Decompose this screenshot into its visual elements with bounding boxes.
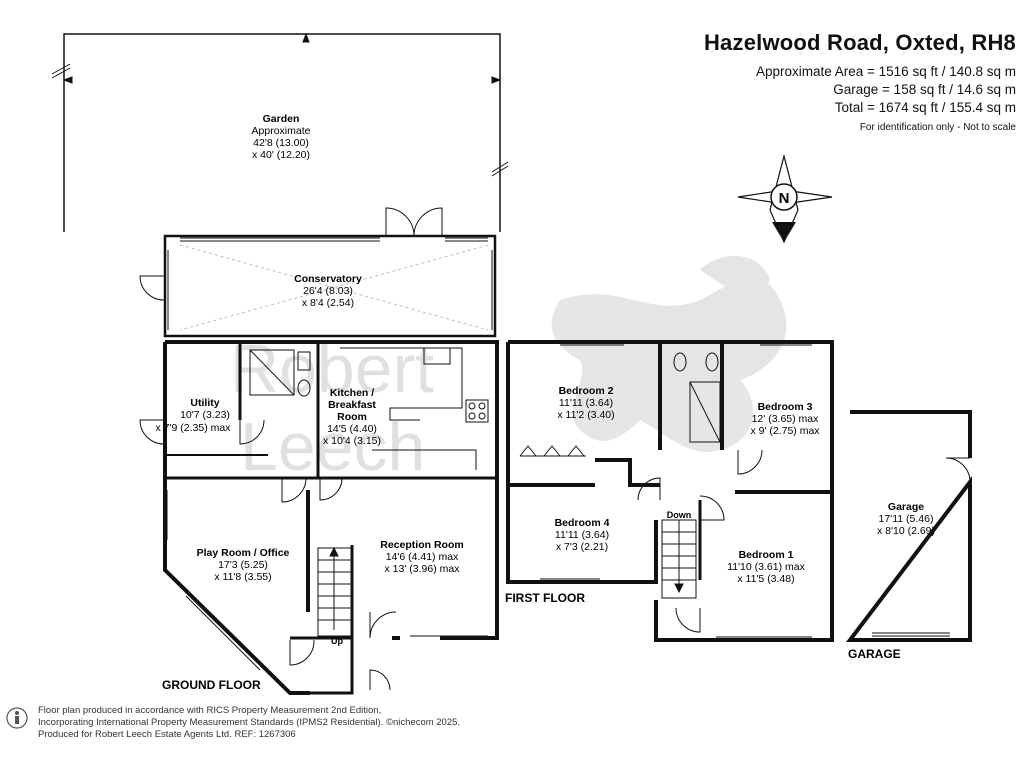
first-floor-fixtures <box>519 344 812 638</box>
approximate-area: Approximate Area = 1516 sq ft / 140.8 sq… <box>755 64 1016 79</box>
bedroom3-dim1: 12' (3.65) max <box>752 413 820 425</box>
stairs-down-label: Down <box>667 510 692 520</box>
first-floor-stairs <box>661 519 697 599</box>
bedroom1-dim2: x 11'5 (3.48) <box>737 573 794 585</box>
first-floor-walls <box>506 340 834 642</box>
ground-floor-fixtures <box>139 347 489 691</box>
ground-floor-walls <box>163 340 499 695</box>
bedroom4-name: Bedroom 4 <box>555 517 610 529</box>
kitchen-name-line2: Breakfast <box>328 399 376 411</box>
conservatory-outline <box>139 234 497 338</box>
garage-floor-label: GARAGE <box>848 647 901 661</box>
bedroom1-name: Bedroom 1 <box>739 549 794 561</box>
bedroom3-dim2: x 9' (2.75) max <box>750 425 820 437</box>
kitchen-name-line3: Room <box>337 411 367 423</box>
conservatory-dim2: x 8'4 (2.54) <box>302 297 354 309</box>
bedroom4-dim2: x 7'3 (2.21) <box>556 541 608 553</box>
garden-outline <box>63 33 501 232</box>
leaf-logo-icon <box>551 256 787 453</box>
garage-area: Garage = 158 sq ft / 14.6 sq m <box>833 82 1016 97</box>
plan-title: Hazelwood Road, Oxted, RH8 <box>703 30 1016 55</box>
identification-note: For identification only - Not to scale <box>859 122 1016 133</box>
garage-dim1: 17'11 (5.46) <box>879 513 934 525</box>
utility-name: Utility <box>190 397 219 409</box>
garden-markers <box>51 32 509 177</box>
bedroom3-name: Bedroom 3 <box>758 401 813 413</box>
total-area: Total = 1674 sq ft / 155.4 sq m <box>834 100 1016 115</box>
garden-dim2: x 40' (12.20) <box>252 149 310 161</box>
stairs-up-label: Up <box>331 636 343 646</box>
playroom-name: Play Room / Office <box>197 547 290 559</box>
ground-floor-label: GROUND FLOOR <box>162 678 261 692</box>
kitchen-name-line1: Kitchen / <box>330 387 374 399</box>
garage-name: Garage <box>888 501 924 513</box>
north-compass-icon: N <box>737 153 833 244</box>
garden-dim1: 42'8 (13.00) <box>253 137 309 149</box>
watermark: Robert Leech <box>230 256 787 485</box>
bedroom2-name: Bedroom 2 <box>559 385 614 397</box>
utility-dim1: 10'7 (3.23) <box>180 409 230 421</box>
utility-dim2: x 7'9 (2.35) max <box>156 422 232 434</box>
reception-name: Reception Room <box>380 539 463 551</box>
garage-dim2: x 8'10 (2.69) <box>877 525 935 537</box>
bedroom2-dim1: 11'11 (3.64) <box>559 397 613 409</box>
garage-fixtures <box>872 457 971 637</box>
garage-walls <box>845 410 972 642</box>
bedroom1-dim1: 11'10 (3.61) max <box>727 561 805 573</box>
person-icon <box>6 707 28 729</box>
garden-french-doors <box>385 207 443 237</box>
conservatory-name: Conservatory <box>294 273 362 285</box>
bedroom4-dim1: 11'11 (3.64) <box>555 529 609 541</box>
conservatory-dim1: 26'4 (8.03) <box>303 285 353 297</box>
first-floor-label: FIRST FLOOR <box>505 591 585 605</box>
kitchen-dim1: 14'5 (4.40) <box>327 423 377 435</box>
kitchen-dim2: x 10'4 (3.15) <box>323 435 381 447</box>
footer-line-3: Produced for Robert Leech Estate Agents … <box>38 729 296 740</box>
ground-floor-stairs <box>317 546 353 637</box>
garden-approximate: Approximate <box>252 125 311 137</box>
bedroom2-dim2: x 11'2 (3.40) <box>557 409 614 421</box>
compass-letter: N <box>779 190 790 207</box>
watermark-line2: Leech <box>240 409 425 485</box>
footer-line-1: Floor plan produced in accordance with R… <box>38 705 382 716</box>
footer-line-2: Incorporating International Property Mea… <box>38 717 461 728</box>
playroom-dim2: x 11'8 (3.55) <box>214 571 271 583</box>
reception-dim1: 14'6 (4.41) max <box>386 551 459 563</box>
playroom-dim1: 17'3 (5.25) <box>218 559 268 571</box>
reception-dim2: x 13' (3.96) max <box>385 563 461 575</box>
garden-name: Garden <box>263 113 300 125</box>
